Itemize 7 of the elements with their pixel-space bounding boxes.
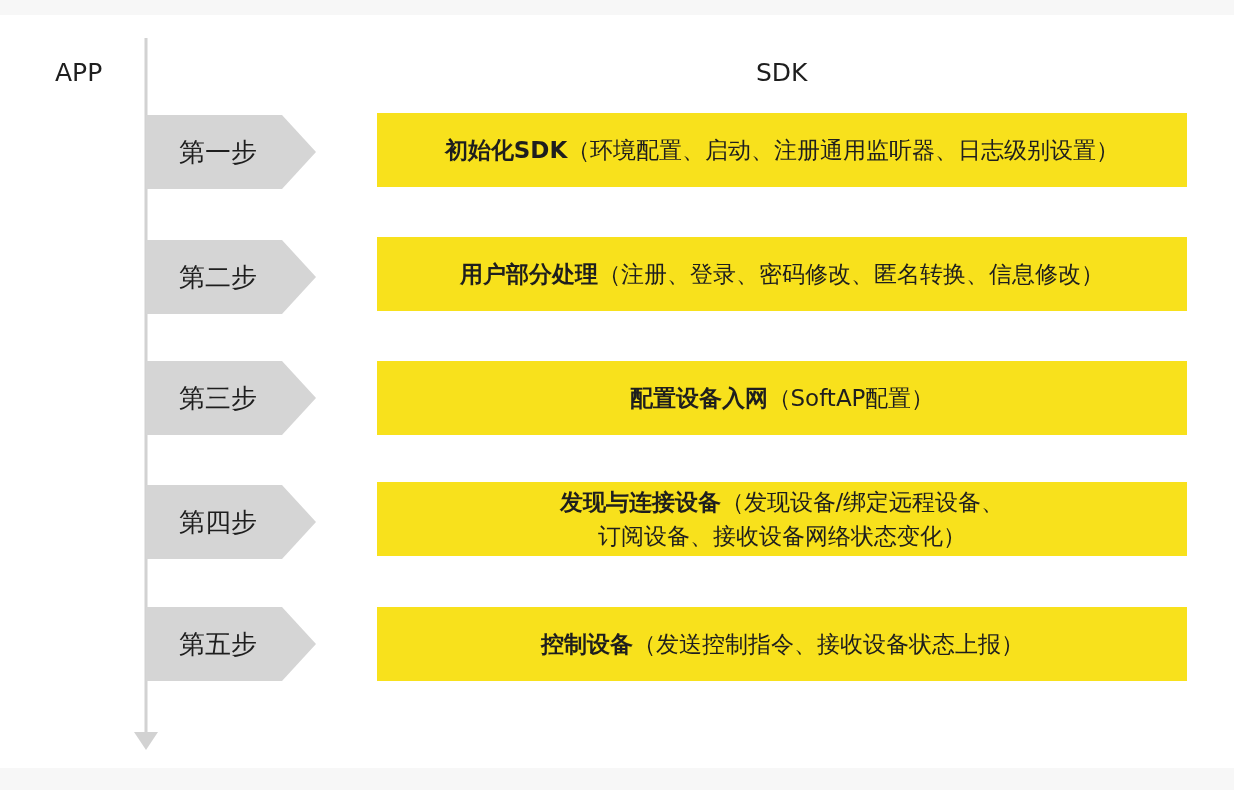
step-description-box: 控制设备（发送控制指令、接收设备状态上报） [377,607,1187,681]
column-heading: SDK [756,58,808,88]
step-description-box: 发现与连接设备（发现设备/绑定远程设备、订阅设备、接收设备网络状态变化） [377,482,1187,556]
column-heading: APP [55,58,103,88]
step-description-box: 初始化SDK（环境配置、启动、注册通用监听器、日志级别设置） [377,113,1187,187]
step-description-box: 用户部分处理（注册、登录、密码修改、匿名转换、信息修改） [377,237,1187,311]
step-description-box: 配置设备入网（SoftAP配置） [377,361,1187,435]
